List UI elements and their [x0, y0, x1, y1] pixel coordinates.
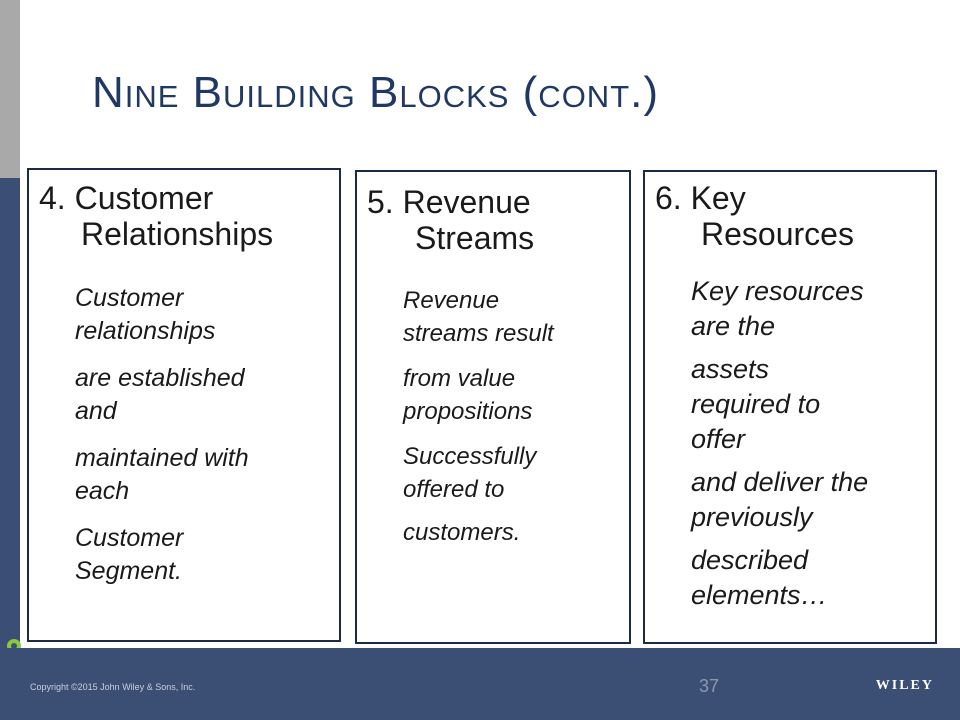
block-body: Key resources are the assets required to… — [691, 274, 868, 613]
block-customer-relationships: 4. Customer Relationships Customer relat… — [27, 168, 341, 642]
body-line: offered to — [403, 476, 505, 503]
body-line: Customer — [75, 524, 184, 552]
page-number: 37 — [699, 676, 720, 696]
block-heading-line: 4. Customer — [39, 180, 214, 216]
body-spacer — [403, 506, 554, 516]
left-accent-bar-gray — [0, 0, 20, 178]
body-line: customers. — [403, 519, 521, 546]
block-heading: 5. Revenue Streams — [367, 184, 534, 256]
block-heading-line: Resources — [701, 216, 854, 252]
left-accent-bar-blue — [0, 178, 20, 648]
body-line: are established — [75, 364, 245, 392]
body-line: maintained with — [75, 444, 249, 472]
slide-title: Nine Building Blocks (cont.) — [92, 68, 660, 117]
block-heading-line: 5. Revenue — [367, 184, 531, 220]
body-line: Customer — [75, 284, 184, 312]
body-line: each — [75, 477, 130, 505]
block-heading-line: 6. Key — [655, 180, 746, 216]
block-heading-line: Relationships — [81, 216, 274, 252]
body-line: Key resources — [691, 276, 864, 306]
body-line: elements… — [691, 580, 828, 610]
body-line: propositions — [403, 398, 533, 425]
block-body: Revenue streams result from value propos… — [403, 284, 554, 549]
body-line: streams result — [403, 320, 554, 347]
body-line: described — [691, 545, 809, 575]
copyright-text: Copyright ©2015 John Wiley & Sons, Inc. — [30, 682, 196, 692]
body-line: Revenue — [403, 287, 500, 314]
block-heading-line: Streams — [415, 220, 535, 256]
body-line: required to — [691, 389, 821, 419]
body-line: Successfully — [403, 443, 537, 470]
body-line: assets — [691, 354, 770, 384]
slide-footer: Copyright ©2015 John Wiley & Sons, Inc. … — [0, 648, 960, 720]
body-line: from value — [403, 365, 516, 392]
block-body: Customer relationships are established a… — [75, 282, 249, 588]
body-line: previously — [691, 502, 813, 532]
body-line: offer — [691, 424, 746, 454]
body-line: and deliver the — [691, 467, 869, 497]
block-revenue-streams: 5. Revenue Streams Revenue streams resul… — [355, 170, 631, 644]
block-key-resources: 6. Key Resources Key resources are the a… — [643, 170, 937, 644]
block-heading: 4. Customer Relationships — [39, 180, 273, 252]
body-line: and — [75, 397, 117, 425]
body-line: relationships — [75, 317, 216, 345]
wiley-logo: WILEY — [875, 678, 934, 693]
block-heading: 6. Key Resources — [655, 180, 854, 252]
body-line: Segment. — [75, 557, 183, 585]
body-line: are the — [691, 311, 776, 341]
